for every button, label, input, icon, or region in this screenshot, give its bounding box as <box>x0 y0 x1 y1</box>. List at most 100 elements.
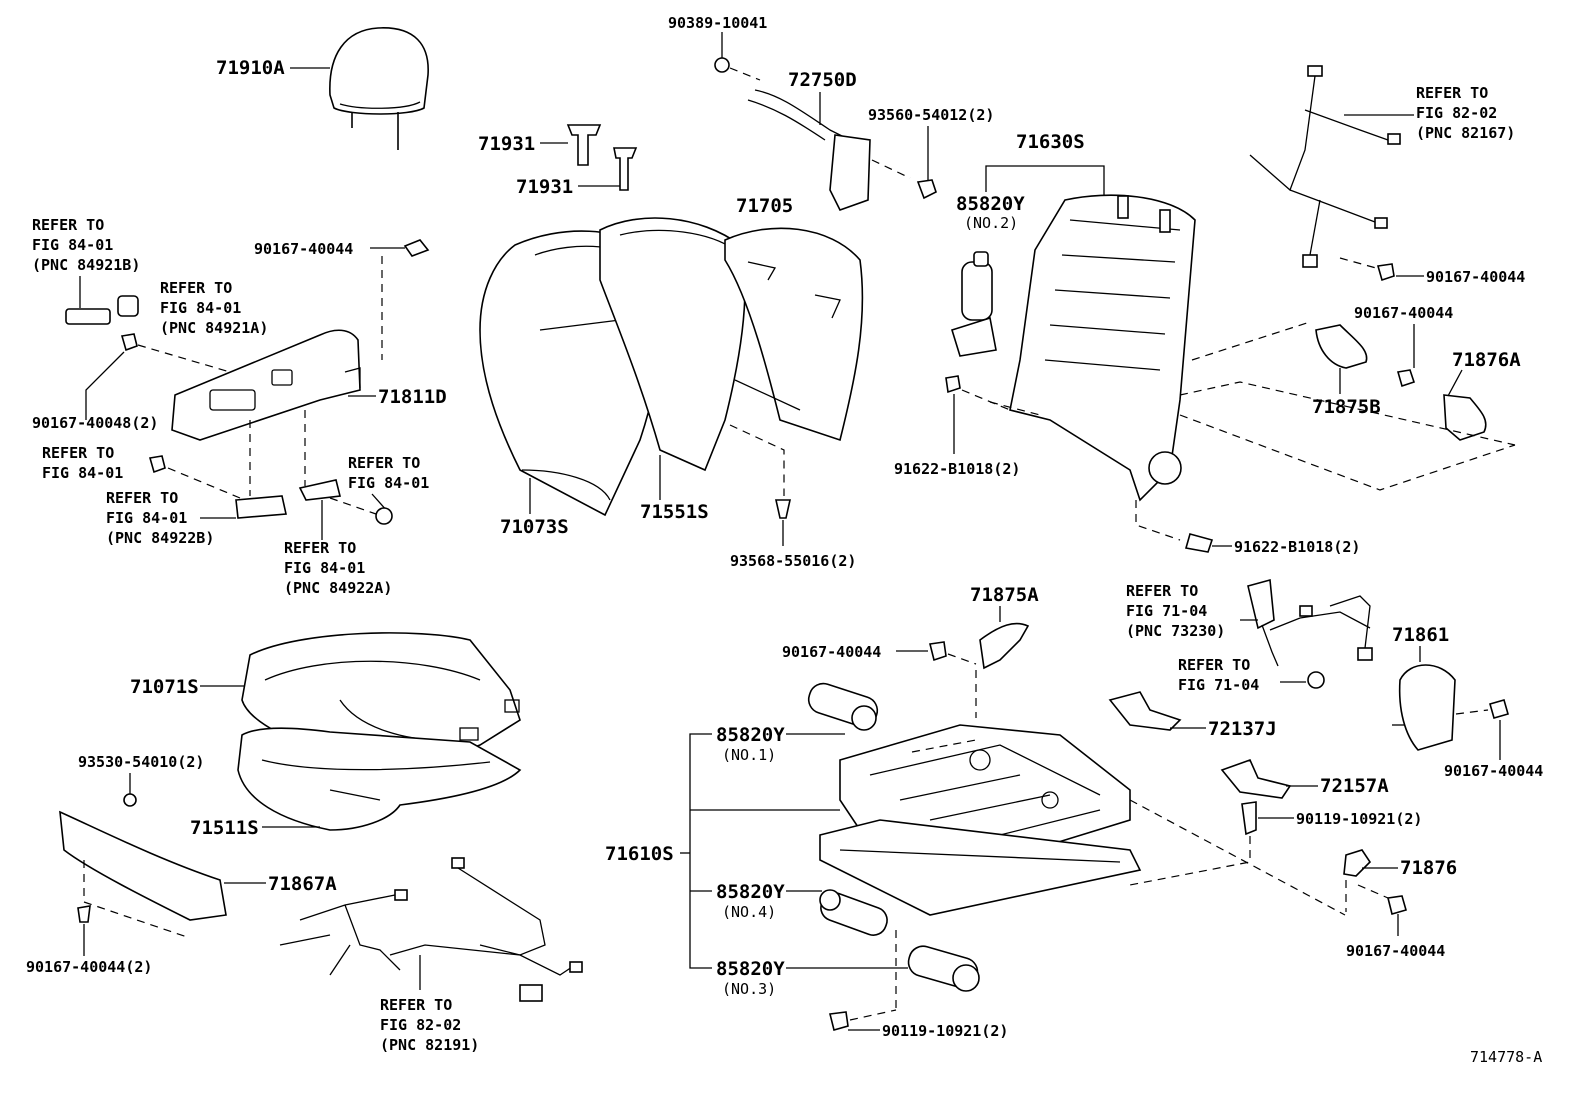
label-91622-a: 91622-B1018(2) <box>894 460 1020 478</box>
ref-i-line1: REFER TO <box>1178 656 1250 674</box>
motor-85820Y-no2 <box>951 251 997 357</box>
label-71511S: 71511S <box>190 817 259 839</box>
bracket-72137J <box>1108 691 1182 731</box>
label-71875A: 71875A <box>970 584 1039 606</box>
ref-f-line2: FIG 84-01 <box>284 559 365 577</box>
shield-71811D <box>171 329 361 441</box>
headrest-71910A <box>329 27 429 150</box>
label-90167-mid: 90167-40044 <box>782 643 881 661</box>
switch-knob-84921B <box>65 308 111 325</box>
ref-b-line2: FIG 84-01 <box>160 299 241 317</box>
wire-harness-82167 <box>1249 65 1401 268</box>
wire-harness-82191 <box>279 857 583 1002</box>
bolt-90167-bl <box>77 905 91 923</box>
ref-c-line1: REFER TO <box>42 444 114 462</box>
cover-71861 <box>1398 664 1456 751</box>
ref-e-line1: REFER TO <box>106 489 178 507</box>
label-71875B: 71875B <box>1312 396 1381 418</box>
ref-f-line1: REFER TO <box>284 539 356 557</box>
cover-71875A <box>979 622 1030 670</box>
label-90167-40048: 90167-40048(2) <box>32 414 158 432</box>
bolt-91622-a <box>945 375 961 394</box>
ref-a-line2: FIG 84-01 <box>32 236 113 254</box>
cable-72750D <box>747 89 871 211</box>
seatback-board-71705 <box>724 227 864 442</box>
label-71073S: 71073S <box>500 516 569 538</box>
ref-h-line3: (PNC 73230) <box>1126 622 1225 640</box>
ref-f-line3: (PNC 84922A) <box>284 579 392 597</box>
label-71811D: 71811D <box>378 386 447 408</box>
seat-cushion-pad-71511S <box>237 727 522 831</box>
label-90167-bl: 90167-40044(2) <box>26 958 152 976</box>
label-no3: (NO.3) <box>722 980 776 998</box>
bolt-90167-r1 <box>1376 263 1395 282</box>
label-90167-r2: 90167-40044 <box>1354 304 1453 322</box>
label-91622-b: 91622-B1018(2) <box>1234 538 1360 556</box>
seat-cushion-cover-71071S <box>241 632 521 761</box>
clip-93530 <box>123 793 137 807</box>
bolt-90167-r2 <box>1396 369 1416 388</box>
label-72157A: 72157A <box>1320 775 1389 797</box>
cover-71876 <box>1343 849 1372 877</box>
trim-71867A <box>59 810 227 921</box>
bolt-93560 <box>916 179 937 200</box>
bolt-90167-top <box>403 239 430 257</box>
label-90167-br: 90167-40044 <box>1444 762 1543 780</box>
screw-ref-84-01 <box>148 455 166 474</box>
switch-knob-84921A <box>117 295 139 317</box>
bolt-90167-40048 <box>120 333 138 352</box>
ref-h-line2: FIG 71-04 <box>1126 602 1207 620</box>
ref-82167-line2: FIG 82-02 <box>1416 104 1497 122</box>
ref-a-line3: (PNC 84921B) <box>32 256 140 274</box>
ref-b-line3: (PNC 84921A) <box>160 319 268 337</box>
seatback-frame-71630S <box>1009 194 1196 502</box>
label-71876: 71876 <box>1400 857 1457 879</box>
ref-c-line2: FIG 84-01 <box>42 464 123 482</box>
label-no4: (NO.4) <box>722 903 776 921</box>
ref-b-line1: REFER TO <box>160 279 232 297</box>
switch-84922A <box>298 479 341 501</box>
label-93560-54012: 93560-54012(2) <box>868 106 994 124</box>
switch-84922B <box>235 495 287 519</box>
label-72137J: 72137J <box>1208 718 1277 740</box>
label-71910A: 71910A <box>216 57 285 79</box>
bolt-90167-mid <box>929 641 947 662</box>
motor-85820Y-no4 <box>819 889 888 936</box>
nut-ref-71-04 <box>1307 671 1325 689</box>
label-90119-right: 90119-10921(2) <box>1296 810 1422 828</box>
ref-g-line3: (PNC 82191) <box>380 1036 479 1054</box>
label-93568-55016: 93568-55016(2) <box>730 552 856 570</box>
seat-belt-buckle-73230 <box>1247 578 1373 667</box>
ref-82167-line3: (PNC 82167) <box>1416 124 1515 142</box>
label-no2: (NO.2) <box>964 214 1018 232</box>
clip-90389 <box>714 57 730 73</box>
label-85820Y-no4: 85820Y <box>716 881 785 903</box>
label-71630S: 71630S <box>1016 131 1085 153</box>
label-85820Y-no3: 85820Y <box>716 958 785 980</box>
label-85820Y-no1: 85820Y <box>716 724 785 746</box>
clip-93568 <box>775 499 791 519</box>
bolt-91622-b <box>1184 533 1214 553</box>
cover-71875B <box>1315 324 1368 369</box>
motor-85820Y-no3 <box>907 945 980 992</box>
label-71551S: 71551S <box>640 501 709 523</box>
diagram-id: 714778-A <box>1470 1048 1542 1066</box>
label-71931-upper: 71931 <box>478 133 535 155</box>
label-90167-40044-top: 90167-40044 <box>254 240 353 258</box>
label-71876A: 71876A <box>1452 349 1521 371</box>
motor-85820Y-no1 <box>807 682 879 731</box>
label-85820Y-no2: 85820Y <box>956 193 1025 215</box>
bolt-90167-br2 <box>1387 895 1407 915</box>
bracket-72157A <box>1220 758 1292 799</box>
ref-a-line1: REFER TO <box>32 216 104 234</box>
label-90167-r1: 90167-40044 <box>1426 268 1525 286</box>
label-90167-br2: 90167-40044 <box>1346 942 1445 960</box>
cover-71876A <box>1443 394 1487 441</box>
label-no1: (NO.1) <box>722 746 776 764</box>
label-90119-bottom: 90119-10921(2) <box>882 1022 1008 1040</box>
ref-g-line1: REFER TO <box>380 996 452 1014</box>
ref-d-line2: FIG 84-01 <box>348 474 429 492</box>
label-90389-10041: 90389-10041 <box>668 14 767 32</box>
label-93530-54010: 93530-54010(2) <box>78 753 204 771</box>
headrest-guide-71931 <box>566 124 638 191</box>
